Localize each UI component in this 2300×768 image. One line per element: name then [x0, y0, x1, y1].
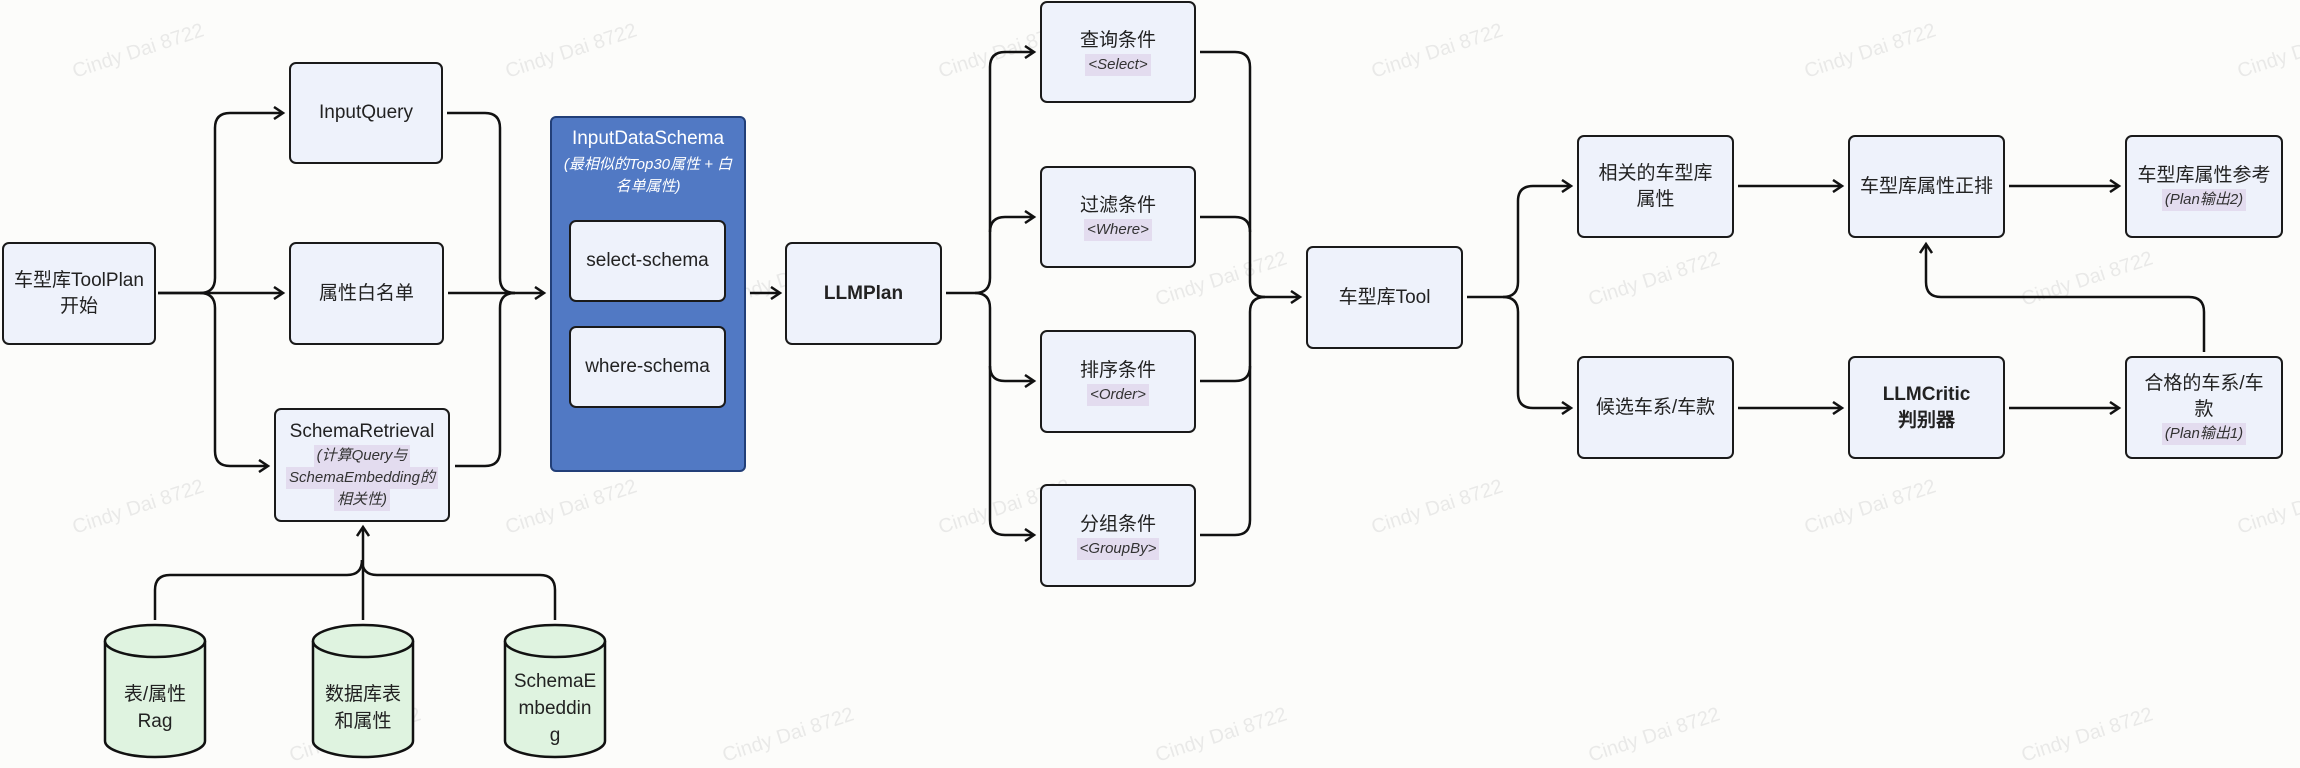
- edge-tool-to-related: [1467, 186, 1571, 299]
- tool-node[interactable]: 车型库Tool: [1306, 246, 1463, 349]
- database-icon: [103, 623, 207, 759]
- candidates-label: 候选车系/车款: [1595, 396, 1716, 418]
- edge-llmplan-to-groupby: [988, 366, 1034, 535]
- database-icon: [311, 623, 415, 759]
- where-condition-tag: <Where>: [1084, 219, 1152, 241]
- datastore-label: 数据库表: [324, 684, 401, 705]
- select-condition-label: 查询条件: [1079, 30, 1156, 51]
- where-condition-node[interactable]: 过滤条件 <Where>: [1040, 166, 1196, 268]
- edge-inputquery-to-schema: [447, 111, 516, 295]
- input-data-schema-group[interactable]: InputDataSchema (最相似的Top30属性 + 白名单属性) se…: [550, 116, 746, 472]
- start-label: 车型库ToolPlan: [14, 269, 144, 291]
- datastore-schema-embedding[interactable]: SchemaE mbeddin g: [503, 623, 607, 759]
- where-condition-label: 过滤条件: [1079, 195, 1156, 216]
- schema-retrieval-label: SchemaRetrieval: [289, 421, 435, 442]
- llm-critic-label: LLMCritic: [1882, 383, 1971, 405]
- edge-select-to-tool: [1200, 50, 1300, 297]
- attr-reference-label: 车型库属性参考: [2137, 164, 2271, 186]
- input-data-schema-desc: (最相似的Top30属性 + 白名单属性): [563, 156, 733, 195]
- select-condition-node[interactable]: 查询条件 <Select>: [1040, 1, 1196, 103]
- qualified-tag: (Plan输出1): [2161, 422, 2247, 445]
- edge-groupby-to-tool: [1200, 295, 1266, 537]
- select-condition-tag: <Select>: [1085, 54, 1151, 76]
- datastore-label: g: [549, 724, 561, 746]
- edge-llmplan-to-select: [946, 52, 1034, 295]
- start-label-2: 开始: [59, 295, 98, 317]
- edge-retrieval-to-schema: [455, 291, 516, 468]
- edge-qualified-to-forward: [1926, 244, 2206, 352]
- groupby-condition-tag: <GroupBy>: [1076, 537, 1160, 560]
- groupby-condition-node[interactable]: 分组条件 <GroupBy>: [1040, 484, 1196, 587]
- related-attrs-node[interactable]: 相关的车型库属性: [1577, 135, 1734, 238]
- edge-store3: [360, 559, 557, 620]
- attr-reference-node[interactable]: 车型库属性参考 (Plan输出2): [2125, 135, 2283, 238]
- edge-order-to-tool: [1200, 365, 1252, 383]
- schema-retrieval-note: SchemaEmbedding的: [286, 467, 438, 489]
- schema-retrieval-node[interactable]: SchemaRetrieval (计算Query与 SchemaEmbeddin…: [274, 408, 450, 522]
- where-schema-label: where-schema: [585, 356, 710, 377]
- order-condition-tag: <Order>: [1087, 383, 1149, 406]
- datastore-label: SchemaE: [513, 670, 597, 692]
- where-schema-node[interactable]: where-schema: [569, 326, 726, 408]
- whitelist-label: 属性白名单: [318, 282, 414, 304]
- llm-plan-label: LLMPlan: [823, 282, 904, 304]
- order-condition-node[interactable]: 排序条件 <Order>: [1040, 330, 1196, 433]
- edge-store1: [153, 559, 364, 620]
- datastore-label: 表/属性: [123, 684, 187, 705]
- edge-llmplan-to-where: [988, 217, 1034, 233]
- start-node[interactable]: 车型库ToolPlan 开始: [2, 242, 156, 345]
- database-icon: [503, 623, 607, 759]
- datastore-label: mbeddin: [518, 697, 592, 719]
- order-condition-label: 排序条件: [1079, 359, 1156, 381]
- attr-forward-node[interactable]: 车型库属性正排: [1848, 135, 2005, 238]
- input-query-label: InputQuery: [319, 102, 413, 123]
- edge-where-to-tool: [1200, 215, 1252, 233]
- datastore-label: 和属性: [334, 711, 392, 732]
- edge-start-to-retrieval: [199, 291, 268, 466]
- datastore-db-tables[interactable]: 数据库表和属性: [311, 623, 415, 759]
- whitelist-node[interactable]: 属性白名单: [289, 242, 444, 345]
- llm-critic-node[interactable]: LLMCritic 判别器: [1848, 356, 2005, 459]
- schema-retrieval-note: (计算Query与: [313, 445, 411, 467]
- llm-plan-node[interactable]: LLMPlan: [785, 242, 942, 345]
- tool-label: 车型库Tool: [1338, 286, 1431, 308]
- llm-critic-label-2: 判别器: [1897, 409, 1955, 431]
- attr-forward-label: 车型库属性正排: [1859, 175, 1993, 197]
- attr-reference-tag: (Plan输出2): [2161, 188, 2247, 211]
- related-attrs-label: 相关的车型库属性: [1598, 162, 1713, 210]
- datastore-table-attr-rag[interactable]: 表/属性 Rag: [103, 623, 207, 759]
- edge-tool-to-candidates: [1502, 295, 1571, 408]
- groupby-condition-label: 分组条件: [1079, 513, 1156, 535]
- edge-llmplan-to-order: [974, 291, 1034, 381]
- schema-retrieval-note: 相关性): [334, 489, 390, 511]
- datastore-label: Rag: [137, 711, 173, 732]
- qualified-node[interactable]: 合格的车系/车款 (Plan输出1): [2125, 356, 2283, 459]
- input-query-node[interactable]: InputQuery: [289, 62, 443, 164]
- candidates-node[interactable]: 候选车系/车款: [1577, 356, 1734, 459]
- edge-start-to-inputquery: [158, 113, 283, 295]
- input-data-schema-title: InputDataSchema: [571, 128, 725, 149]
- select-schema-label: select-schema: [586, 250, 709, 271]
- select-schema-node[interactable]: select-schema: [569, 220, 726, 302]
- qualified-label: 合格的车系/车款: [2144, 372, 2264, 420]
